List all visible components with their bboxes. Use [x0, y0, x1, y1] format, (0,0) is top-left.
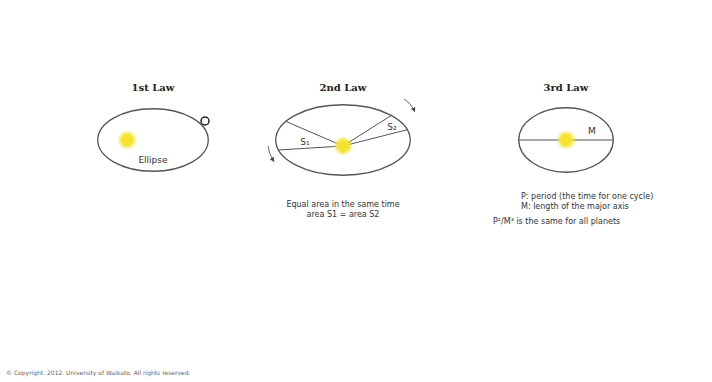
orbit-path: [98, 109, 209, 172]
axis-label: M: [588, 126, 596, 136]
ellipse-outline: [518, 107, 614, 173]
orbit-ellipse: 3rd LawM: [518, 107, 614, 173]
law-statement: P²/M³ is the same for all planets: [493, 217, 620, 227]
sun: [333, 136, 353, 156]
shape-label: Ellipse: [138, 155, 167, 165]
sun-core: [338, 141, 348, 151]
area-label: S₁: [300, 137, 309, 147]
orbit-path: [519, 108, 614, 173]
radius-line: [343, 130, 408, 147]
caption-line: Equal area in the same time: [286, 200, 399, 210]
law-heading: 1st Law: [132, 83, 175, 93]
law-heading: 2nd Law: [320, 83, 367, 93]
orbit-path: [276, 105, 411, 176]
copyright-note: © Copyright. 2012. University of Waikato…: [6, 368, 190, 378]
sun: [556, 130, 576, 150]
orbit-arrow: [268, 146, 273, 160]
sun-core: [561, 135, 571, 145]
orbit-arrow: [404, 99, 414, 110]
planet: [201, 117, 209, 125]
sun: [117, 130, 137, 150]
orbit-ellipse: 2nd LawS₁S₂: [275, 104, 411, 176]
law-heading: 3rd Law: [544, 83, 589, 93]
sun-core: [122, 135, 132, 145]
legend-note: P: period (the time for one cycle): [521, 192, 653, 202]
orbit-ellipse: 1st LawEllipse: [97, 108, 209, 172]
caption-line: area S1 = area S2: [307, 210, 380, 220]
ellipse-outline: [275, 104, 411, 176]
legend-note: M: length of the major axis: [521, 202, 629, 212]
area-label: S₂: [387, 122, 396, 132]
